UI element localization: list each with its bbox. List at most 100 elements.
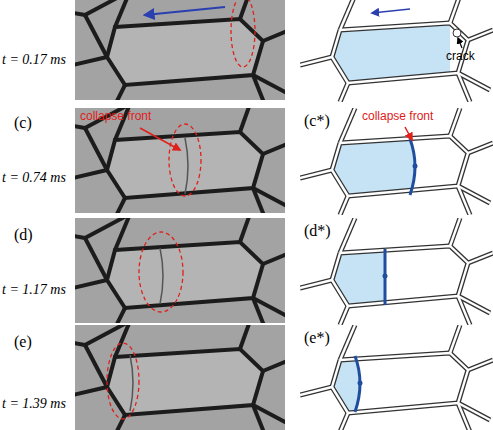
plateau-border [253,405,265,430]
intact-film [332,246,468,306]
photo-background [75,108,285,213]
plateau-border [75,126,85,128]
highlight-ellipse [107,343,139,419]
photo-background [75,0,285,100]
cell-wall [340,413,348,430]
cell-wall-inner [332,136,468,196]
cell-wall-inner [300,57,332,65]
time-label: t = 0.17 ms [2,52,66,67]
cell-wall-inner [450,218,460,246]
plateau-border [75,57,107,65]
cell-wall [468,143,493,153]
plateau-border [85,238,107,280]
cell-wall-inner [450,0,460,23]
cell-wall [340,218,355,253]
cell-wall-inner [300,387,332,395]
crack-hole [453,29,461,37]
plateau-border [115,0,130,27]
cell-wall-inner [458,403,470,430]
cell-wall [332,246,468,306]
photo-panel [73,321,287,430]
cell-wall [332,136,468,196]
cell-wall-inner [340,196,348,215]
cell-wall-inner [300,170,332,178]
cell-wall-inner [468,253,493,263]
highlight-ellipse [169,124,201,196]
plateau-border [75,280,107,288]
plateau-border [85,218,130,238]
plateau-border [85,345,107,387]
plateau-border [263,31,285,41]
leader-line [140,128,180,150]
cell-wall-inner [468,143,493,153]
plateau-border [85,128,107,170]
plateau-border [75,13,85,15]
foam-cell [107,132,263,198]
plateau-border [240,0,250,19]
front-dot [358,381,363,386]
cell-wall [340,325,355,360]
annotation: crack [446,50,475,63]
cell-wall [340,0,355,30]
highlight-ellipse [139,232,183,312]
cell-wall-inner [458,73,470,102]
plateau-border [240,325,250,349]
intact-film [332,353,468,413]
cell-wall [450,0,460,23]
plateau-border [115,415,125,430]
cell-wall [300,57,332,65]
panel-label: (d) [14,226,33,244]
cell-wall-inner [450,108,460,136]
photo-panel [73,104,287,218]
cell-wall-inner [340,325,355,360]
annotation: collapse front [80,110,151,123]
cell-wall [332,353,468,413]
plateau-border [115,308,125,323]
front-dot [413,164,418,169]
cell-wall-inner [340,83,348,102]
time-label: t = 1.17 ms [2,282,66,297]
foam-cell [107,242,263,308]
plateau-border [85,0,130,15]
time-label: t = 1.39 ms [2,396,66,411]
cell-wall [340,83,348,102]
plateau-border [240,108,250,132]
leader-line [405,127,412,140]
cell-wall-inner [332,246,468,306]
foam-cell [107,19,263,85]
cell-wall [300,170,332,178]
collapse-front [384,249,387,305]
plateau-border [240,218,250,242]
plateau-border [85,325,130,345]
schematic-panel [300,325,493,430]
photo-panel [73,0,287,105]
plateau-border [115,198,125,213]
collapse-front-trace [185,138,188,194]
plateau-border [75,387,107,395]
panel-label: (c*) [304,112,330,130]
highlight-ellipse [231,0,255,67]
panel-label: (d*) [304,222,331,240]
cell-wall [340,306,348,325]
cell-wall-inner [458,296,470,325]
direction-arrow [145,7,225,15]
plateau-border [263,254,285,264]
plateau-border [253,298,265,323]
annotation: collapse front [362,110,433,123]
cell-wall-inner [468,30,493,40]
plateau-border [75,170,107,178]
cell-wall-inner [340,218,355,253]
cell-wall [340,108,355,143]
cell-wall-inner [340,306,348,325]
cell-wall [468,360,493,370]
cell-wall [468,30,493,40]
cell-wall [340,196,348,215]
plateau-border [115,85,125,100]
plateau-border [263,361,285,371]
schematic-panel [300,0,493,102]
leader-line [458,38,462,48]
intact-film [332,136,468,196]
cell-wall-inner [340,0,355,30]
